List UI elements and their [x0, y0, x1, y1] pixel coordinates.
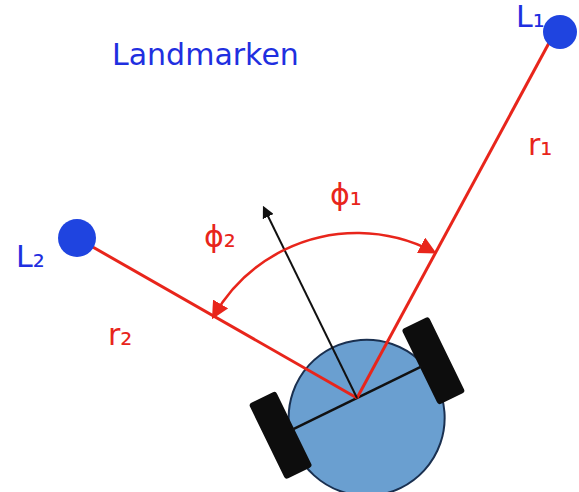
angle-arc [285, 233, 434, 252]
range-label: r₁ [528, 128, 552, 161]
title: Landmarken [112, 38, 299, 71]
landmark-label: L₁ [516, 0, 545, 33]
landmark-dot [543, 15, 577, 49]
angle-label: ϕ₂ [204, 220, 236, 253]
wheel [402, 316, 466, 405]
range-line [77, 238, 357, 398]
landmark-label: L₂ [16, 240, 45, 273]
angle-arc [214, 250, 285, 316]
angle-label: ϕ₁ [330, 178, 362, 211]
range-label: r₂ [108, 318, 132, 351]
robot [243, 304, 491, 492]
heading-arrow [264, 208, 357, 398]
range-line [357, 30, 556, 398]
landmark-dot [58, 219, 96, 257]
wheel [249, 391, 313, 480]
